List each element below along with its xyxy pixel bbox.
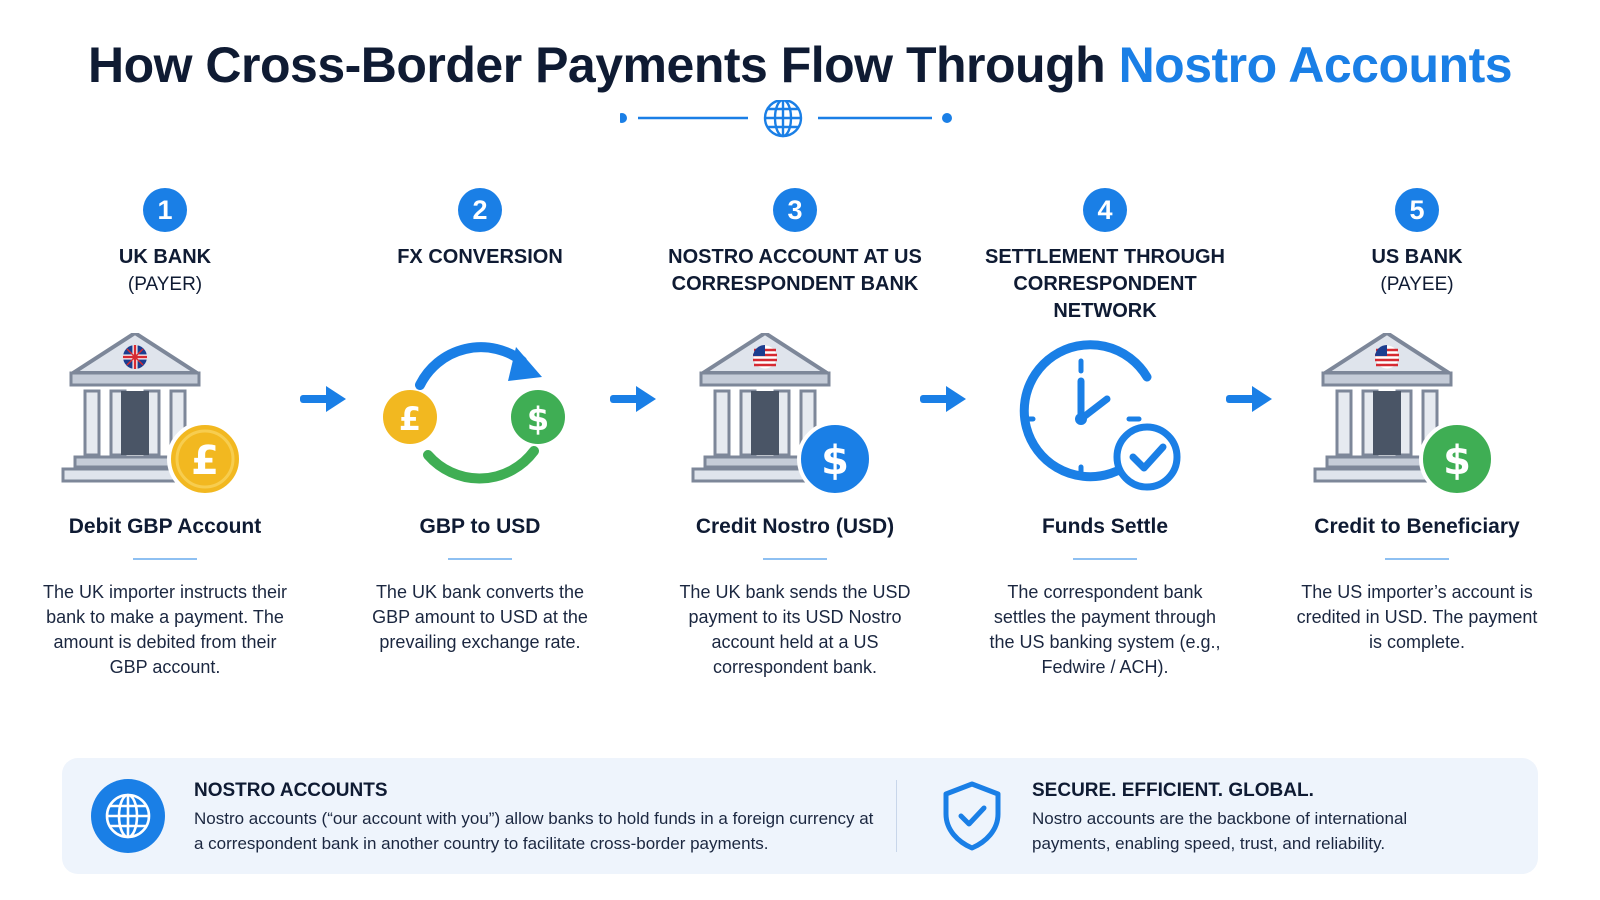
step-2: 2 FX CONVERSION £ $ GBP to USD The UK ba… bbox=[345, 188, 615, 652]
panel-right-text: Nostro accounts are the backbone of inte… bbox=[1032, 809, 1408, 853]
step-description: The UK bank converts the GBP amount to U… bbox=[372, 582, 588, 652]
arrow-right-icon bbox=[300, 386, 346, 412]
heading-underline bbox=[133, 558, 197, 560]
svg-text:£: £ bbox=[399, 400, 421, 438]
clock-check-icon bbox=[1019, 340, 1181, 491]
step-4: 4 SETTLEMENT THROUGH CORRESPONDENT NETWO… bbox=[970, 188, 1240, 677]
step-1: 1 UK BANK (PAYER) £ Debit GBP Account Th… bbox=[30, 188, 300, 677]
bank-us-usd-icon: $ bbox=[691, 333, 873, 497]
step-heading: Credit to Beneficiary bbox=[1314, 515, 1520, 538]
shield-check-icon bbox=[943, 781, 1001, 851]
heading-underline bbox=[1073, 558, 1137, 560]
title-accent: Nostro Accounts bbox=[1118, 37, 1513, 93]
svg-text:£: £ bbox=[191, 438, 219, 484]
bank-uk-gbp-icon: £ bbox=[61, 333, 243, 497]
svg-text:$: $ bbox=[1443, 438, 1471, 484]
arrow-right-icon bbox=[610, 386, 656, 412]
arrow-right-icon bbox=[920, 386, 966, 412]
title-main: How Cross-Border Payments Flow Through bbox=[87, 37, 1119, 93]
step-3: 3 NOSTRO ACCOUNT AT US CORRESPONDENT BAN… bbox=[660, 188, 930, 677]
panel-left-heading: NOSTRO ACCOUNTS bbox=[194, 780, 388, 801]
panel-left-text: Nostro accounts (“our account with you”)… bbox=[194, 809, 874, 853]
step-heading: Credit Nostro (USD) bbox=[695, 515, 895, 538]
step-number: 2 bbox=[458, 188, 502, 232]
step-subtitle: (PAYEE) bbox=[1380, 274, 1454, 295]
heading-underline bbox=[448, 558, 512, 560]
step-number: 5 bbox=[1395, 188, 1439, 232]
step-title: SETTLEMENT THROUGH CORRESPONDENT NETWORK bbox=[970, 244, 1240, 325]
svg-text:$: $ bbox=[821, 438, 849, 484]
step-description: The UK bank sends the USD payment to its… bbox=[679, 582, 911, 677]
heading-underline bbox=[763, 558, 827, 560]
step-description: The UK importer instructs their bank to … bbox=[42, 582, 288, 677]
step-title-text: UK BANK bbox=[118, 246, 212, 268]
page-title: How Cross-Border Payments Flow Through N… bbox=[0, 36, 1600, 94]
step-heading: Funds Settle bbox=[1041, 515, 1168, 538]
step-title: NOSTRO ACCOUNT AT US CORRESPONDENT BANK bbox=[660, 244, 930, 298]
panel-divider bbox=[896, 780, 897, 852]
step-number: 1 bbox=[143, 188, 187, 232]
step-heading: GBP to USD bbox=[419, 515, 541, 538]
step-heading: Debit GBP Account bbox=[68, 515, 262, 538]
globe-icon bbox=[763, 100, 803, 138]
currency-exchange-icon: £ $ bbox=[383, 342, 565, 484]
info-panel: NOSTRO ACCOUNTS Nostro accounts (“our ac… bbox=[62, 758, 1538, 874]
arrow-right-icon bbox=[1226, 386, 1272, 412]
title-divider bbox=[620, 100, 952, 138]
globe-icon bbox=[91, 779, 165, 853]
heading-underline bbox=[1385, 558, 1449, 560]
step-title-text: FX CONVERSION bbox=[397, 246, 563, 268]
step-subtitle: (PAYER) bbox=[127, 274, 203, 295]
step-title: US BANK (PAYEE) bbox=[1282, 244, 1552, 298]
step-5: 5 US BANK (PAYEE) $ Credit to Beneficiar… bbox=[1282, 188, 1552, 652]
svg-text:$: $ bbox=[527, 400, 549, 438]
step-title-text: NOSTRO ACCOUNT AT US CORRESPONDENT BANK bbox=[668, 246, 922, 295]
step-title-text: US BANK bbox=[1371, 246, 1463, 268]
step-description: The US importer’s account is credited in… bbox=[1296, 582, 1538, 652]
bank-us-usd-icon: $ bbox=[1313, 333, 1495, 497]
step-title-text: SETTLEMENT THROUGH CORRESPONDENT NETWORK bbox=[985, 246, 1225, 322]
step-title: FX CONVERSION bbox=[345, 244, 615, 271]
step-number: 4 bbox=[1083, 188, 1127, 232]
step-description: The correspondent bank settles the payme… bbox=[989, 582, 1221, 677]
step-number: 3 bbox=[773, 188, 817, 232]
panel-right-heading: SECURE. EFFICIENT. GLOBAL. bbox=[1032, 780, 1314, 801]
step-title: UK BANK (PAYER) bbox=[30, 244, 300, 298]
